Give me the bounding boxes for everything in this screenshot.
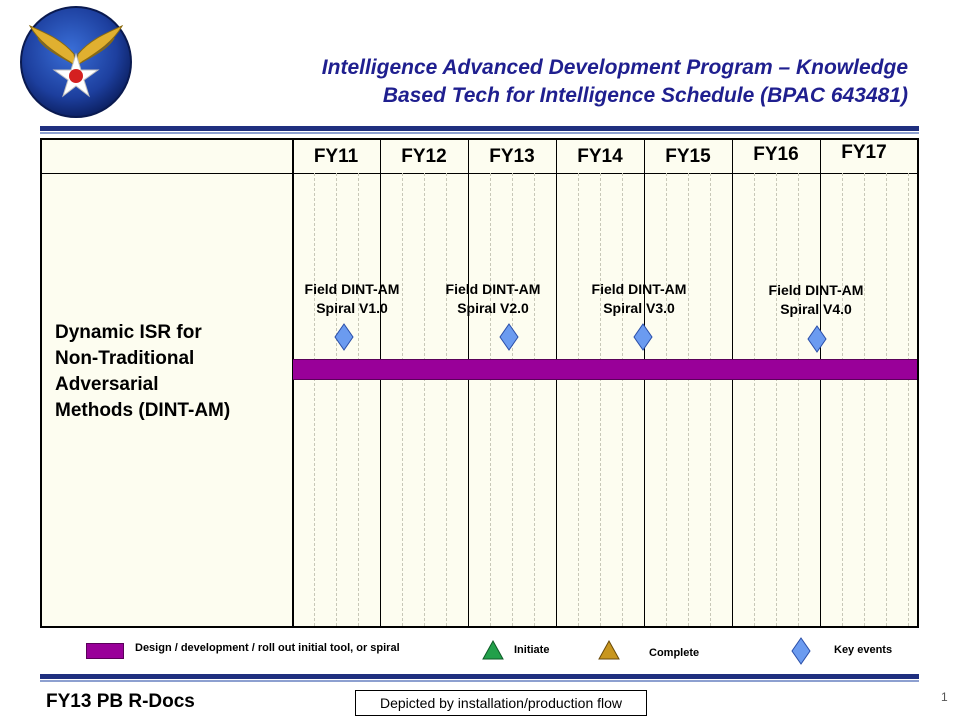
event-label-line: Field DINT-AM bbox=[591, 281, 687, 297]
quarter-line bbox=[710, 173, 711, 626]
quarter-line bbox=[358, 173, 359, 626]
header-row-divider bbox=[42, 173, 917, 174]
footer-rule bbox=[40, 674, 919, 679]
row-label-line: Methods (DINT-AM) bbox=[55, 400, 231, 421]
fiscal-year-header: FY15 bbox=[665, 146, 711, 167]
page-title: Intelligence Advanced Development Progra… bbox=[188, 54, 908, 110]
event-label-line: Field DINT-AM bbox=[304, 281, 400, 297]
event-label: Field DINT-AM Spiral V1.0 bbox=[292, 280, 412, 318]
year-divider bbox=[468, 140, 469, 626]
event-label: Field DINT-AM Spiral V2.0 bbox=[433, 280, 553, 318]
quarter-line bbox=[490, 173, 491, 626]
legend: Design / development / roll out initial … bbox=[0, 630, 960, 670]
key-event-diamond-icon bbox=[633, 323, 653, 351]
initiate-triangle-icon bbox=[482, 640, 504, 660]
legend-initiate-label: Initiate bbox=[514, 644, 550, 656]
event-label-line: Spiral V4.0 bbox=[780, 301, 852, 317]
program-row-label: Dynamic ISR for Non-Traditional Adversar… bbox=[55, 320, 285, 424]
complete-triangle-icon bbox=[598, 640, 620, 660]
quarter-line bbox=[798, 173, 799, 626]
quarter-line bbox=[600, 173, 601, 626]
quarter-line bbox=[314, 173, 315, 626]
air-force-logo-icon bbox=[20, 6, 132, 118]
event-label-line: Spiral V1.0 bbox=[316, 300, 388, 316]
fiscal-year-header: FY17 bbox=[841, 142, 887, 163]
event-label: Field DINT-AM Spiral V4.0 bbox=[756, 281, 876, 319]
depiction-note-box: Depicted by installation/production flow bbox=[355, 690, 647, 716]
quarter-line bbox=[402, 173, 403, 626]
year-divider bbox=[644, 140, 645, 626]
year-divider bbox=[820, 140, 821, 626]
year-divider bbox=[732, 140, 733, 626]
fiscal-year-header: FY13 bbox=[489, 146, 535, 167]
key-event-diamond-icon bbox=[807, 325, 827, 353]
quarter-line bbox=[446, 173, 447, 626]
fiscal-year-header: FY11 bbox=[313, 146, 359, 167]
quarter-line bbox=[688, 173, 689, 626]
title-line-2: Based Tech for Intelligence Schedule (BP… bbox=[382, 84, 908, 107]
quarter-line bbox=[754, 173, 755, 626]
event-label-line: Spiral V3.0 bbox=[603, 300, 675, 316]
quarter-line bbox=[424, 173, 425, 626]
event-label-line: Field DINT-AM bbox=[768, 282, 864, 298]
quarter-line bbox=[776, 173, 777, 626]
quarter-line bbox=[622, 173, 623, 626]
legend-complete-label: Complete bbox=[649, 647, 700, 659]
quarter-line bbox=[666, 173, 667, 626]
quarter-line bbox=[512, 173, 513, 626]
quarter-line bbox=[908, 173, 909, 626]
title-line-1: Intelligence Advanced Development Progra… bbox=[321, 56, 908, 79]
event-label-line: Spiral V2.0 bbox=[457, 300, 529, 316]
legend-design-label: Design / development / roll out initial … bbox=[135, 642, 400, 654]
quarter-line bbox=[534, 173, 535, 626]
year-divider bbox=[556, 140, 557, 626]
header-rule bbox=[40, 126, 919, 131]
row-label-line: Dynamic ISR for bbox=[55, 322, 202, 343]
fiscal-year-header: FY14 bbox=[577, 146, 623, 167]
quarter-line bbox=[842, 173, 843, 626]
header-rule-accent bbox=[40, 132, 919, 134]
fiscal-year-header: FY16 bbox=[753, 144, 799, 165]
development-bar bbox=[293, 359, 917, 380]
key-event-diamond-icon bbox=[499, 323, 519, 351]
footer-rule-accent bbox=[40, 680, 919, 682]
fiscal-year-header: FY12 bbox=[401, 146, 447, 167]
legend-key-events-label: Key events bbox=[834, 644, 893, 656]
event-label: Field DINT-AM Spiral V3.0 bbox=[579, 280, 699, 318]
footer-title: FY13 PB R-Docs bbox=[46, 691, 195, 712]
quarter-line bbox=[336, 173, 337, 626]
quarter-line bbox=[578, 173, 579, 626]
key-event-diamond-icon bbox=[791, 637, 811, 665]
schedule-chart: FY11 FY12 FY13 FY14 FY15 FY16 FY17 Dynam… bbox=[40, 138, 919, 628]
legend-bar-swatch bbox=[86, 643, 124, 659]
row-label-line: Non-Traditional bbox=[55, 348, 195, 369]
row-label-line: Adversarial bbox=[55, 374, 159, 395]
event-label-line: Field DINT-AM bbox=[445, 281, 541, 297]
label-column-divider bbox=[292, 140, 294, 626]
quarter-line bbox=[864, 173, 865, 626]
quarter-line bbox=[886, 173, 887, 626]
year-divider bbox=[380, 140, 381, 626]
page-number: 1 bbox=[941, 690, 948, 704]
key-event-diamond-icon bbox=[334, 323, 354, 351]
